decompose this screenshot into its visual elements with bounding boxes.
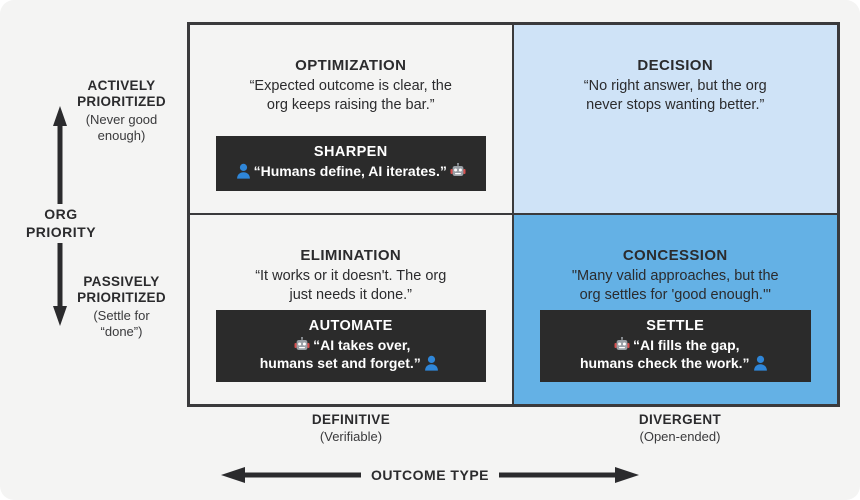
quadrant-title: CONCESSION: [622, 246, 728, 264]
x-left-sub: (Verifiable): [319, 429, 383, 444]
banner-quote: “Humans define, AI iterates.”: [224, 162, 478, 180]
banner-quote-line1: “AI takes over,: [313, 336, 411, 353]
y-bottom-caption-line1: PASSIVELY: [83, 274, 160, 289]
banner-title: AUTOMATE: [308, 317, 393, 334]
quadrant-description-line1: “It works or it doesn't. The org: [255, 267, 447, 284]
two-by-two-matrix: OPTIMIZATION “Expected outcome is clear,…: [187, 22, 840, 407]
robot-icon: [614, 336, 630, 353]
org-priority-axis: ACTIVELY PRIORITIZED (Never good enough)…: [0, 22, 187, 407]
y-top-caption-line1: ACTIVELY: [87, 78, 156, 93]
quadrant-description-line1: “No right answer, but the org: [583, 78, 767, 94]
action-banner-settle[interactable]: SETTLE “AI fills the gap, humans check t…: [539, 309, 811, 382]
quadrant-concession[interactable]: CONCESSION "Many valid approaches, but t…: [513, 214, 837, 404]
axis-label-definitive: DEFINITIVE (Verifiable): [226, 412, 476, 444]
quadrant-description-line2: just needs it done.”: [289, 286, 412, 303]
y-top-caption-line2: PRIORITIZED: [77, 94, 166, 110]
y-bottom-caption-line2: PRIORITIZED: [77, 290, 166, 306]
banner-quote-line1: “Humans define, AI iterates.”: [253, 163, 447, 180]
person-icon: [753, 355, 768, 371]
outcome-type-axis: OUTCOME TYPE: [0, 462, 860, 488]
quadrant-description-line2: never stops wanting better.”: [586, 97, 765, 114]
banner-title: SHARPEN: [313, 144, 388, 161]
y-axis-title-line1: ORG: [44, 206, 78, 222]
x-axis-title: OUTCOME TYPE: [370, 467, 489, 483]
banner-quote-line2: humans check the work.”: [579, 354, 750, 371]
robot-icon: [450, 163, 466, 179]
banner-quote: “AI fills the gap, humans check the work…: [548, 336, 804, 372]
y-axis-title: ORG PRIORITY: [0, 204, 122, 243]
axis-label-passively-prioritized: PASSIVELY PRIORITIZED (Settle for “done”…: [64, 274, 179, 340]
banner-quote: “AI takes over, humans set and forget.”: [224, 336, 478, 372]
quadrant-title: ELIMINATION: [300, 246, 402, 264]
robot-icon: [294, 336, 310, 353]
quadrant-description-line1: “Expected outcome is clear, the: [249, 78, 452, 94]
y-bottom-sub-line1: (Settle for: [93, 307, 150, 323]
banner-quote-line2: humans set and forget.”: [259, 354, 421, 371]
x-left-caption: DEFINITIVE: [311, 412, 391, 427]
quadrant-title: OPTIMIZATION: [295, 57, 407, 74]
action-banner-sharpen[interactable]: SHARPEN “Humans define, AI iterates.”: [216, 136, 486, 191]
action-banner-automate[interactable]: AUTOMATE “AI takes over, humans set and …: [216, 309, 486, 382]
axis-label-divergent: DIVERGENT (Open-ended): [555, 412, 805, 444]
y-top-sub-line1: (Never good: [85, 111, 158, 127]
y-axis-title-line2: PRIORITY: [25, 223, 97, 240]
quadrant-description-line1: "Many valid approaches, but the: [571, 267, 779, 284]
quadrant-description: "Many valid approaches, but the org sett…: [572, 267, 779, 305]
quadrant-optimization[interactable]: OPTIMIZATION “Expected outcome is clear,…: [190, 25, 514, 215]
quadrant-description-line2: org keeps raising the bar.”: [266, 97, 435, 114]
x-right-sub: (Open-ended): [639, 429, 721, 444]
person-icon: [236, 163, 251, 179]
quadrant-elimination[interactable]: ELIMINATION “It works or it doesn't. The…: [190, 214, 514, 404]
quadrant-description: “It works or it doesn't. The org just ne…: [255, 267, 446, 305]
quadrant-title: DECISION: [637, 57, 714, 74]
banner-quote-line1: “AI fills the gap,: [632, 336, 740, 353]
quadrant-description-line2: org settles for 'good enough.'": [579, 286, 771, 303]
quadrant-description: “No right answer, but the org never stop…: [584, 77, 767, 115]
banner-title: SETTLE: [646, 317, 705, 334]
right-arrow-icon: [499, 467, 639, 483]
left-arrow-icon: [220, 467, 361, 483]
y-bottom-sub-line2: “done”): [100, 323, 143, 339]
person-icon: [424, 355, 439, 371]
quadrant-decision[interactable]: DECISION “No right answer, but the org n…: [513, 25, 837, 215]
x-right-caption: DIVERGENT: [638, 412, 722, 427]
y-top-sub-line2: enough): [97, 127, 146, 143]
axis-label-actively-prioritized: ACTIVELY PRIORITIZED (Never good enough): [64, 78, 179, 144]
quadrant-description: “Expected outcome is clear, the org keep…: [250, 77, 452, 115]
